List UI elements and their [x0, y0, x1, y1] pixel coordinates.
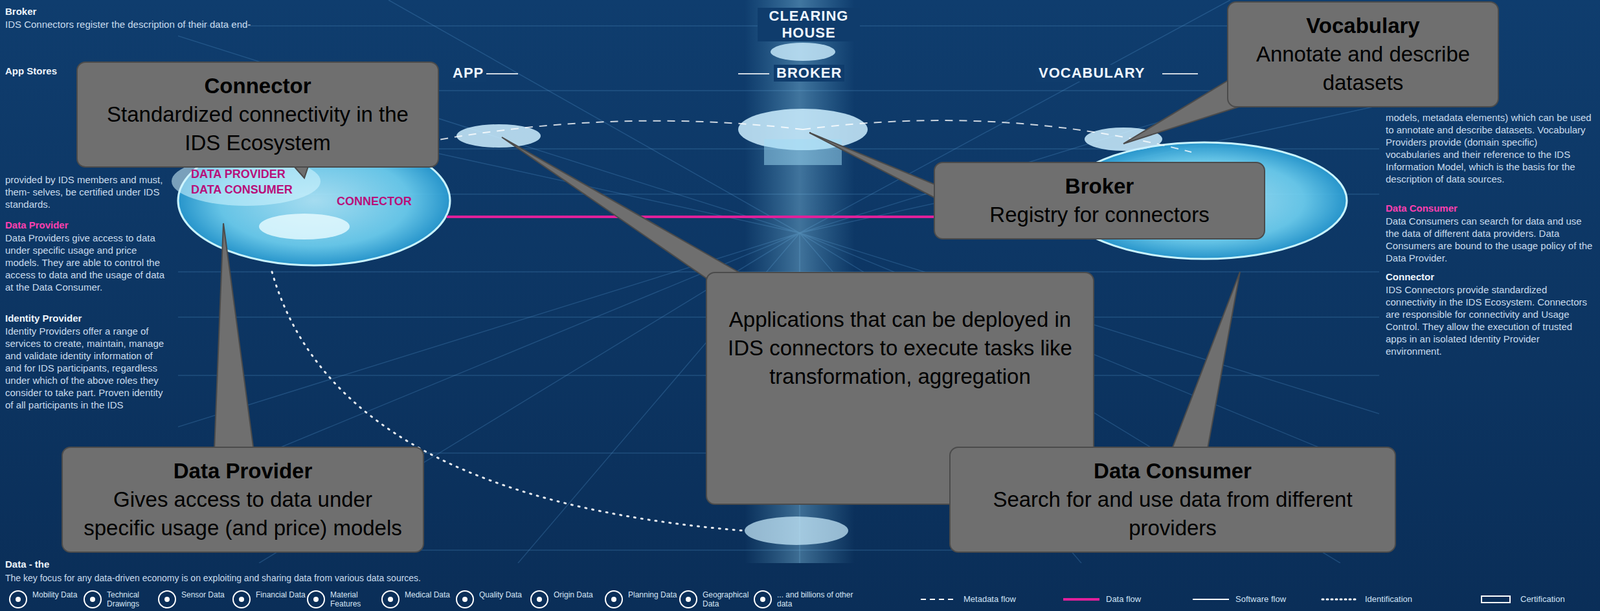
data-type-icon [685, 597, 691, 603]
callout-box: Data ConsumerSearch for and use data fro… [949, 446, 1397, 553]
callout-text: Search for and use data from different p… [964, 485, 1381, 543]
ecosystem-label: BROKER [773, 64, 845, 82]
legend-sample [1191, 594, 1231, 605]
footer-heading: Data - the [5, 558, 50, 571]
data-type-label: Planning Data [628, 590, 680, 600]
callout-heading: Data Provider [77, 457, 409, 486]
side-heading: Connector [1385, 270, 1593, 283]
data-type-label: Sensor Data [181, 590, 234, 600]
data-type-icon [307, 591, 325, 609]
data-type-icon [536, 597, 542, 603]
side-text: Data Consumers can search for data and u… [1385, 214, 1593, 265]
data-type-icon [313, 597, 319, 603]
legend-text: Certification [1520, 594, 1566, 605]
data-type-icon [238, 597, 245, 603]
ecosystem-label: VOCABULARY [1036, 64, 1148, 82]
role-label: DATA PROVIDER [191, 167, 286, 182]
side-text: Data Providers give access to data under… [5, 231, 168, 294]
side-heading: Broker [5, 5, 37, 18]
ecosystem-label: APP [450, 64, 487, 82]
data-type-label: Material Features [330, 590, 383, 609]
callout-text: Gives access to data under specific usag… [77, 485, 409, 543]
side-text: IDS Connectors provide standardized conn… [1385, 283, 1593, 358]
callout-box: VocabularyAnnotate and describe datasets [1227, 1, 1499, 108]
legend-line [1322, 598, 1359, 601]
data-type-icon [387, 597, 394, 603]
ecosystem-label: CLEARING HOUSE [757, 7, 860, 42]
legend-line [1192, 598, 1229, 601]
data-type-icon [84, 591, 102, 609]
data-type-icon [158, 591, 176, 609]
callout-text: Standardized connectivity in the IDS Eco… [91, 100, 424, 158]
side-text: IDS Connectors register the description … [5, 18, 368, 31]
data-type-icon [382, 591, 399, 609]
side-text: models, metadata elements) which can be … [1385, 111, 1593, 186]
side-text: Identity Providers offer a range of serv… [5, 325, 168, 412]
side-heading: Data Provider [5, 218, 168, 232]
data-type-label: Mobility Data [32, 590, 85, 600]
side-heading: Data Consumer [1385, 202, 1593, 215]
data-type-icon [90, 597, 96, 603]
data-type-icon [605, 591, 623, 609]
legend-text: Software flow [1235, 594, 1286, 605]
data-type-icon [9, 591, 27, 609]
data-type-icon [754, 591, 772, 609]
callout-heading: Broker [949, 172, 1250, 201]
data-type-label: Technical Drawings [106, 590, 159, 609]
callout-heading: Connector [91, 71, 424, 101]
callout-heading: Data Consumer [964, 457, 1381, 486]
legend-line [920, 598, 958, 601]
data-type-icon [611, 597, 617, 603]
legend-text: Metadata flow [963, 594, 1016, 605]
callout-text: Annotate and describe datasets [1242, 40, 1484, 98]
side-heading: App Stores [5, 64, 74, 78]
data-type-label: Quality Data [479, 590, 531, 600]
data-type-label: Origin Data [553, 590, 606, 600]
certification-symbol [1481, 596, 1510, 603]
data-type-icon [679, 591, 697, 609]
callout-box: Data ProviderGives access to data under … [61, 446, 425, 553]
legend-sample [919, 594, 959, 605]
legend-line [1063, 598, 1100, 601]
data-type-icon [164, 597, 170, 603]
data-type-icon [760, 597, 766, 603]
legend-sample [1476, 594, 1516, 605]
legend-text: Data flow [1105, 594, 1141, 605]
data-type-icon [462, 597, 468, 603]
legend-sample [1061, 594, 1101, 605]
data-type-icon [15, 597, 21, 603]
data-type-icon [233, 591, 250, 609]
callout-text: Registry for connectors [949, 200, 1250, 230]
legend-text: Identification [1364, 594, 1413, 605]
callout-box: ConnectorStandardized connectivity in th… [76, 61, 440, 168]
data-type-label: Geographical Data [702, 590, 755, 609]
side-text: provided by IDS members and must, them- … [5, 173, 171, 211]
footer-text: The key focus for any data-driven econom… [5, 572, 653, 585]
data-type-label: Medical Data [404, 590, 457, 600]
data-type-label: Financial Data [255, 590, 308, 600]
data-type-icon [530, 591, 548, 609]
callout-text: Applications that can be deployed in IDS… [721, 305, 1079, 392]
legend-sample [1320, 594, 1360, 605]
data-type-icon [456, 591, 474, 609]
role-label: CONNECTOR [336, 194, 412, 209]
role-label: DATA CONSUMER [191, 182, 293, 197]
side-heading: Identity Provider [5, 312, 168, 325]
callout-heading: Vocabulary [1242, 11, 1484, 41]
callout-box: BrokerRegistry for connectors [933, 161, 1266, 240]
data-type-label: ... and billions of other data [777, 590, 855, 609]
